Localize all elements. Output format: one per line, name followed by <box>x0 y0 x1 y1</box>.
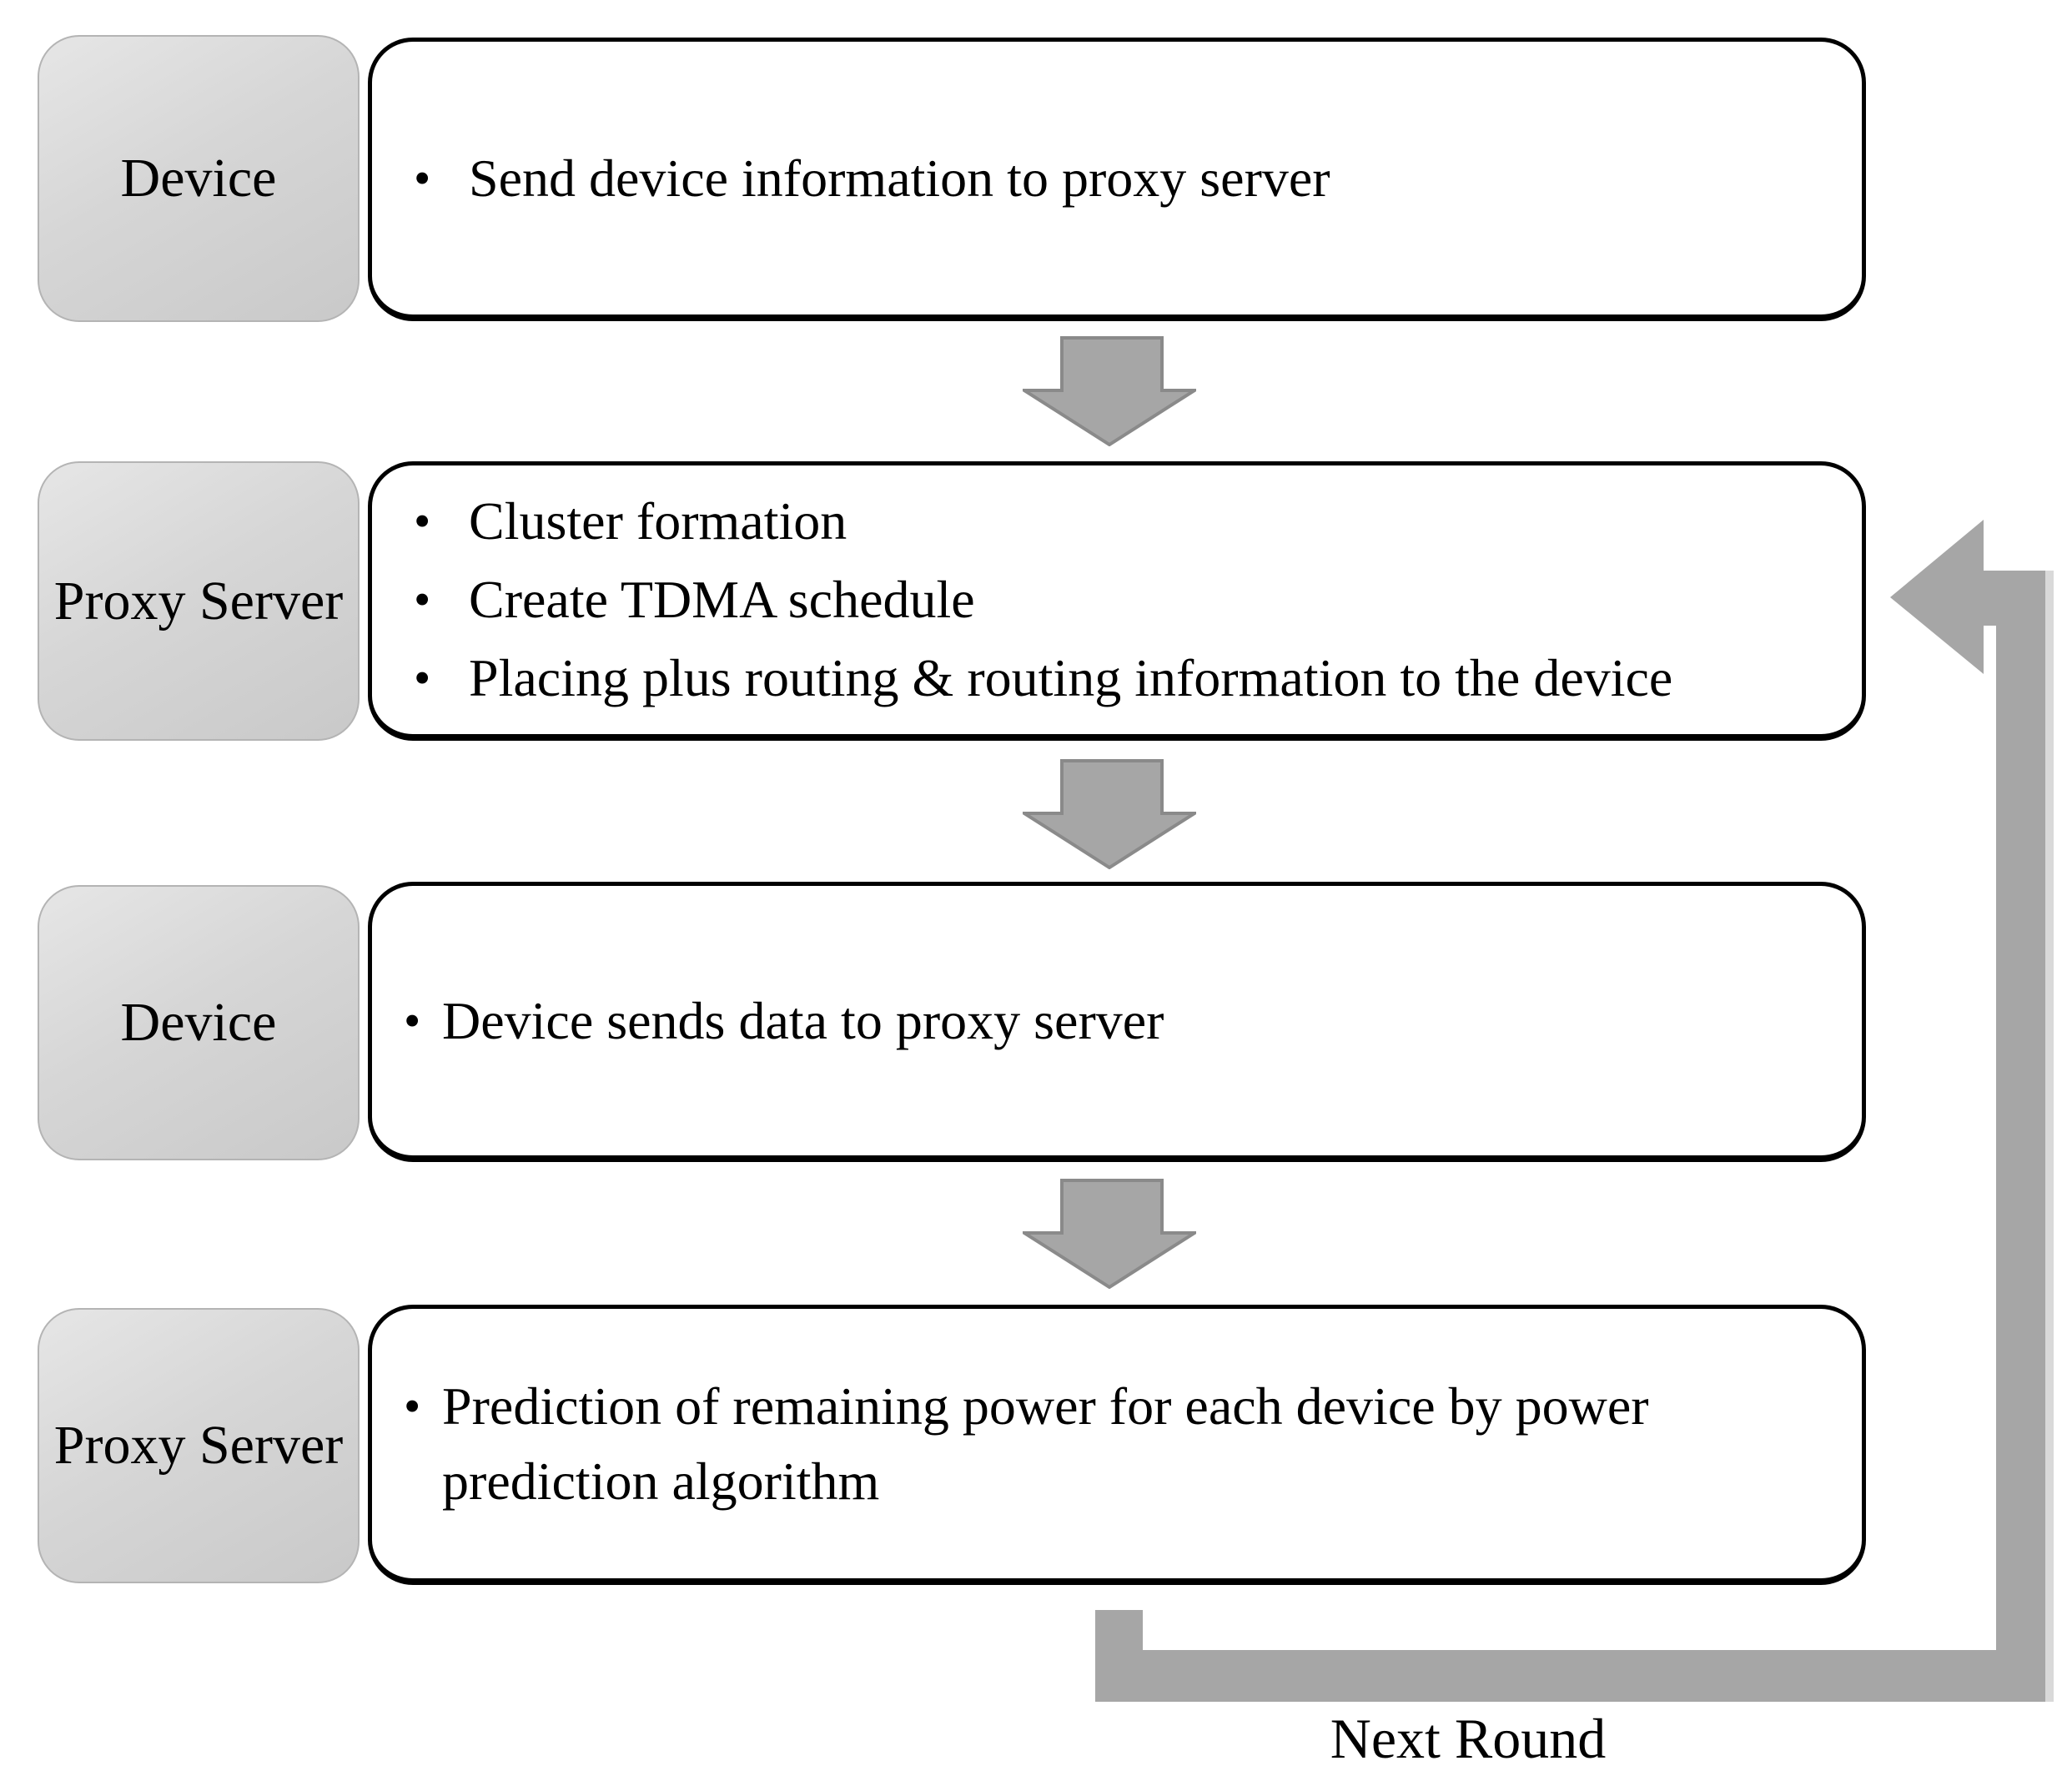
actor-box-device-1: Device <box>38 35 360 322</box>
down-arrow-icon <box>1023 759 1196 869</box>
bullet-list: Device sends data to proxy server <box>372 982 1197 1060</box>
actor-label: Proxy Server <box>53 1415 344 1476</box>
actor-label: Proxy Server <box>53 570 344 631</box>
actor-label: Device <box>120 992 277 1053</box>
bullet-item: Create TDMA schedule <box>409 561 1672 639</box>
actor-box-proxy-server-1: Proxy Server <box>38 461 360 741</box>
next-round-arrow-icon <box>1095 520 2054 1702</box>
bullet-item: Device sends data to proxy server <box>399 982 1164 1060</box>
down-arrow-icon <box>1023 336 1196 446</box>
bullet-item: Placing plus routing & routing informati… <box>409 639 1672 717</box>
down-arrow-icon <box>1023 1179 1196 1289</box>
bullet-list: Cluster formation Create TDMA schedule P… <box>372 482 1706 717</box>
bullet-list: Send device information to proxy server <box>372 139 1364 218</box>
actor-box-device-2: Device <box>38 885 360 1160</box>
actor-box-proxy-server-2: Proxy Server <box>38 1308 360 1583</box>
process-box-2: Cluster formation Create TDMA schedule P… <box>368 461 1866 741</box>
process-box-4: Prediction of remaining power for each d… <box>368 1305 1866 1585</box>
process-box-1: Send device information to proxy server <box>368 38 1866 321</box>
bullet-item: Cluster formation <box>409 482 1672 561</box>
process-box-3: Device sends data to proxy server <box>368 882 1866 1162</box>
next-round-label: Next Round <box>1330 1707 1607 1770</box>
bullet-item: Prediction of remaining power for each d… <box>399 1369 1760 1519</box>
bullet-list: Prediction of remaining power for each d… <box>372 1369 1793 1519</box>
actor-label: Device <box>120 148 277 209</box>
bullet-item: Send device information to proxy server <box>409 139 1330 218</box>
